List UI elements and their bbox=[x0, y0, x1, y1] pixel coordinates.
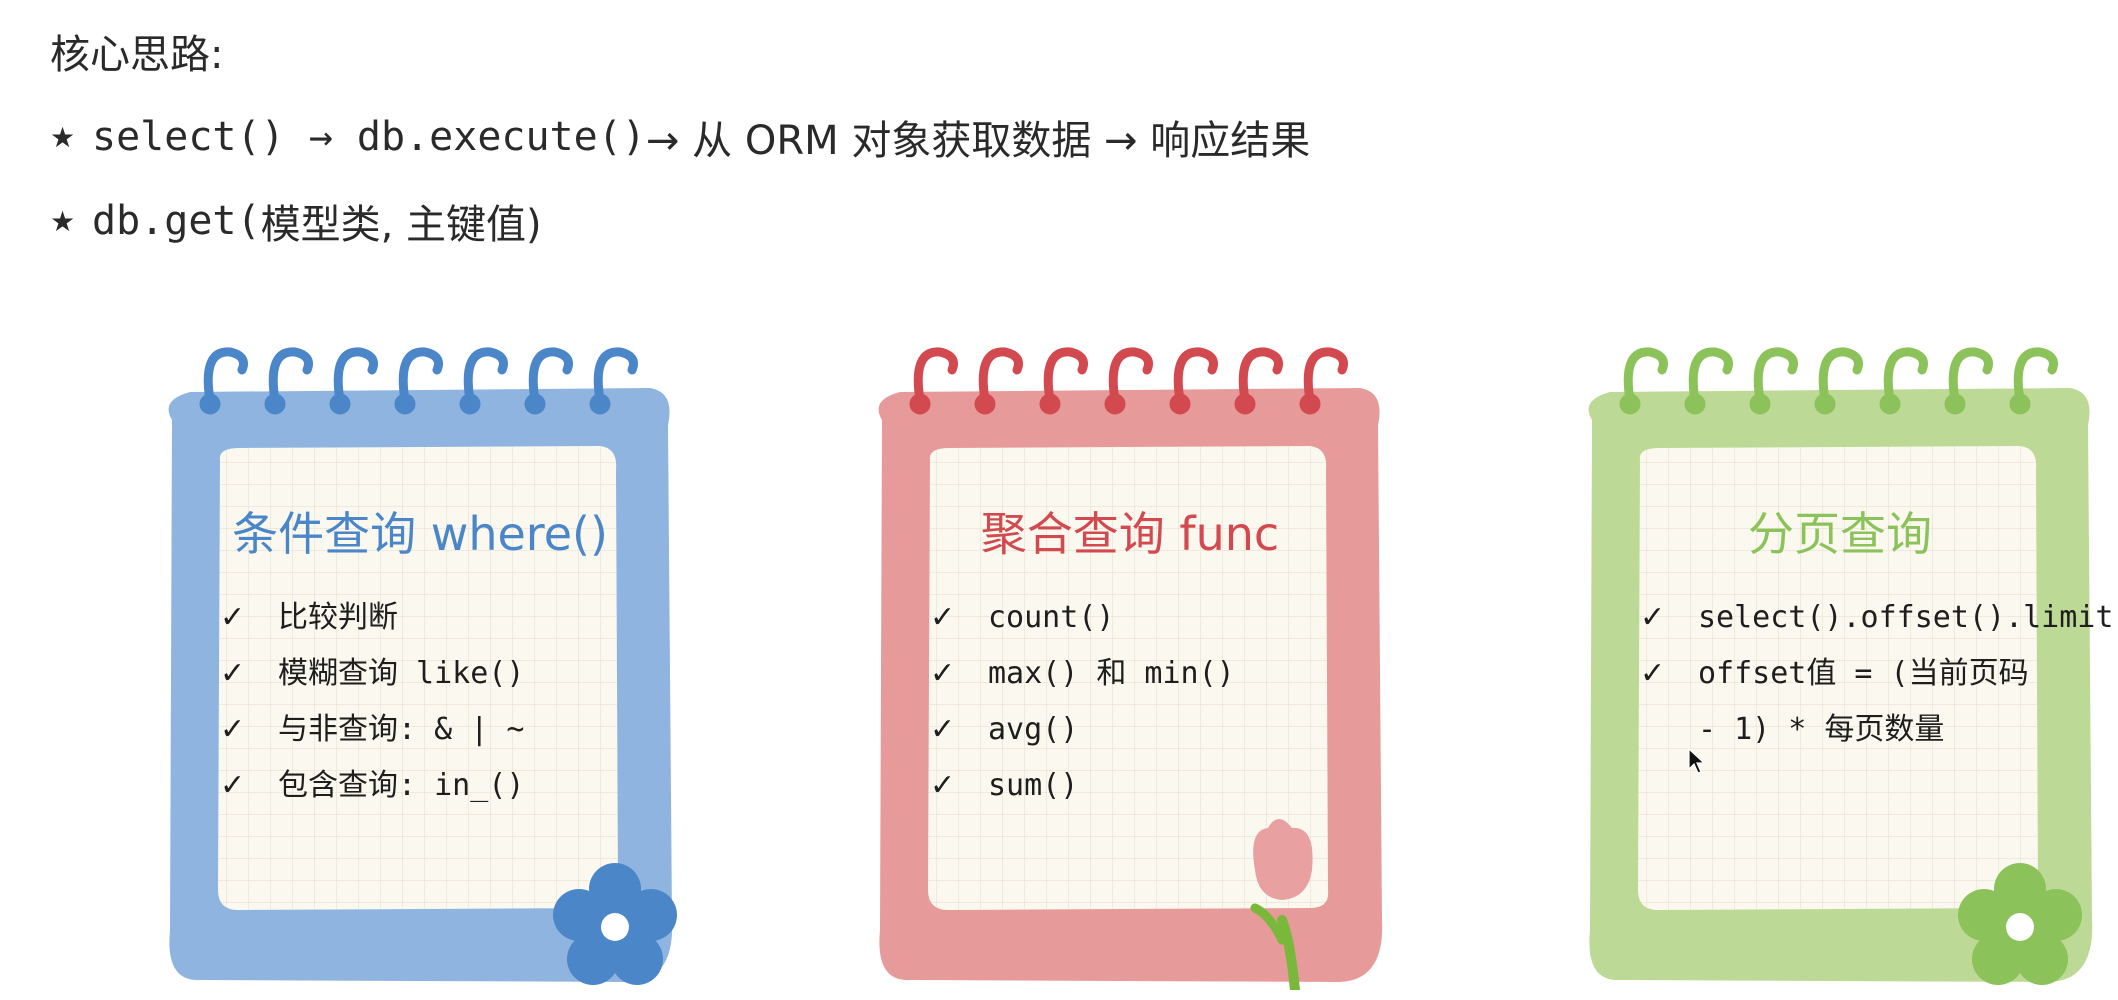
section-heading: 核心思路: bbox=[50, 32, 224, 78]
list-item: ✓max() 和 min() bbox=[930, 646, 1350, 702]
bullet-code: select() → db.execute() bbox=[92, 114, 646, 160]
card-list: ✓count() ✓max() 和 min() ✓avg() ✓sum() bbox=[930, 590, 1350, 814]
bullet-code: db.get( bbox=[92, 198, 261, 244]
list-item: ✓包含查询: in_() bbox=[220, 758, 640, 814]
spiral-rings bbox=[199, 347, 638, 415]
check-icon: ✓ bbox=[220, 768, 246, 803]
card-title: 聚合查询 func bbox=[980, 507, 1280, 561]
card-title: 分页查询 bbox=[1748, 507, 1932, 561]
list-item: ✓比较判断 bbox=[220, 590, 640, 646]
check-icon: ✓ bbox=[1640, 600, 1666, 635]
list-item: ✓offset值 = (当前页码 - 1) * 每页数量 bbox=[1640, 646, 2060, 758]
mouse-cursor-icon bbox=[1688, 748, 1706, 774]
bullet-db-get: ★ db.get( 模型类, 主键值) bbox=[50, 192, 542, 250]
notepad-frame bbox=[1588, 347, 2093, 985]
bullet-text: → 从 ORM 对象获取数据 → 响应结果 bbox=[645, 118, 1311, 164]
check-icon: ✓ bbox=[930, 656, 956, 691]
tulip-icon bbox=[1250, 819, 1313, 990]
list-item: ✓与非查询: & | ~ bbox=[220, 702, 640, 758]
notepad-frame bbox=[168, 347, 677, 985]
star-icon: ★ bbox=[50, 120, 76, 154]
check-icon: ✓ bbox=[930, 712, 956, 747]
check-icon: ✓ bbox=[930, 768, 956, 803]
bullet-text: 模型类, 主键值) bbox=[260, 202, 542, 248]
spiral-rings bbox=[1619, 347, 2058, 415]
card-where-query: 条件查询 where() ✓比较判断 ✓模糊查询 like() ✓与非查询: &… bbox=[160, 330, 680, 990]
notepad-frame bbox=[878, 347, 1383, 990]
check-icon: ✓ bbox=[220, 600, 246, 635]
card-list: ✓比较判断 ✓模糊查询 like() ✓与非查询: & | ~ ✓包含查询: i… bbox=[220, 590, 640, 814]
flower-icon bbox=[553, 863, 677, 985]
list-item: ✓avg() bbox=[930, 702, 1350, 758]
list-item: ✓模糊查询 like() bbox=[220, 646, 640, 702]
card-list: ✓select().offset().limit() ✓offset值 = (当… bbox=[1640, 590, 2118, 758]
list-item: ✓sum() bbox=[930, 758, 1350, 814]
check-icon: ✓ bbox=[220, 656, 246, 691]
card-aggregate-query: 聚合查询 func ✓count() ✓max() 和 min() ✓avg()… bbox=[870, 330, 1390, 990]
star-icon: ★ bbox=[50, 204, 76, 238]
bullet-select-flow: ★ select() → db.execute() → 从 ORM 对象获取数据… bbox=[50, 108, 1310, 166]
list-item: ✓count() bbox=[930, 590, 1350, 646]
flower-icon bbox=[1958, 863, 2082, 985]
check-icon: ✓ bbox=[1640, 656, 1666, 691]
card-pagination-query: 分页查询 ✓select().offset().limit() ✓offset值… bbox=[1580, 330, 2118, 990]
check-icon: ✓ bbox=[220, 712, 246, 747]
list-item: ✓select().offset().limit() bbox=[1640, 590, 2118, 646]
spiral-rings bbox=[909, 347, 1348, 415]
card-title: 条件查询 where() bbox=[232, 507, 608, 561]
check-icon: ✓ bbox=[930, 600, 956, 635]
